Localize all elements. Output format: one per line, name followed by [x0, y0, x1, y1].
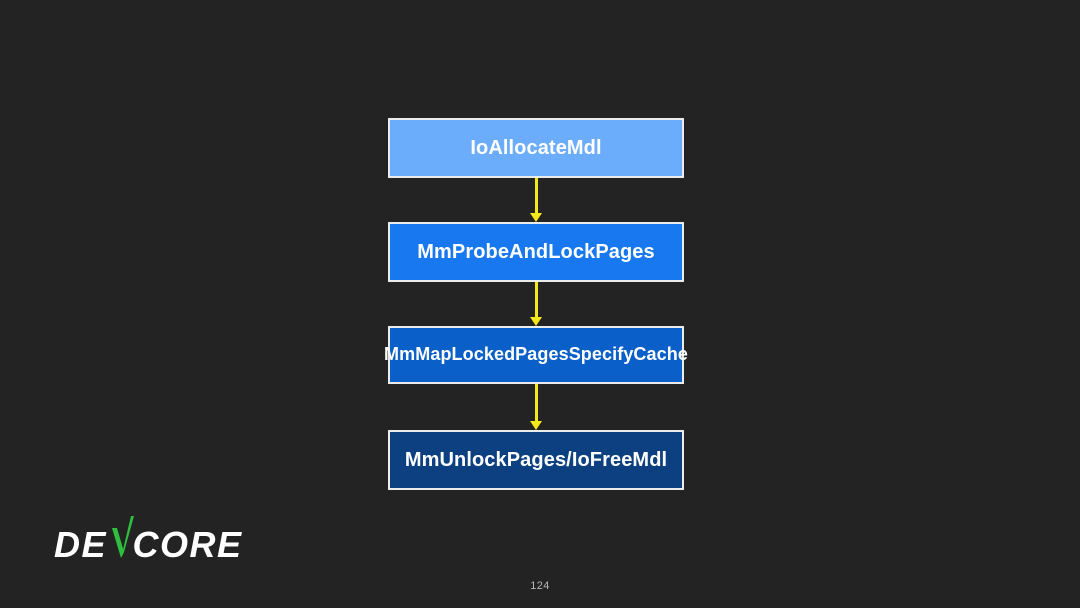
flow-node-mm-unlock-pages-io-free-mdl: MmUnlockPages/IoFreeMdl [388, 430, 684, 490]
flow-node-label: MmMapLockedPagesSpecifyCache [384, 344, 688, 365]
flow-node-label: MmUnlockPages/IoFreeMdl [404, 449, 668, 471]
flow-connector-3 [535, 384, 538, 423]
logo-check-icon [112, 516, 134, 558]
arrow-down-icon [530, 317, 542, 326]
flow-node-label: MmProbeAndLockPages [417, 241, 655, 263]
logo-wordmark: DEVCORE [54, 524, 243, 566]
mdl-flowchart: IoAllocateMdl MmProbeAndLockPages MmMapL… [384, 118, 688, 490]
flow-node-label: IoAllocateMdl [470, 137, 602, 159]
arrow-down-icon [530, 421, 542, 430]
flow-connector-2 [535, 282, 538, 319]
page-number: 124 [530, 580, 550, 592]
devcore-logo: DEVCORE [54, 516, 244, 572]
flow-node-io-allocate-mdl: IoAllocateMdl [388, 118, 684, 178]
logo-text-core: CORE [132, 524, 243, 565]
arrow-down-icon [530, 213, 542, 222]
flow-connector-1 [535, 178, 538, 215]
logo-text-dev: DE [54, 524, 108, 565]
flow-node-mm-probe-and-lock-pages: MmProbeAndLockPages [388, 222, 684, 282]
flow-node-mm-map-locked-pages-specify-cache: MmMapLockedPagesSpecifyCache [384, 326, 688, 384]
